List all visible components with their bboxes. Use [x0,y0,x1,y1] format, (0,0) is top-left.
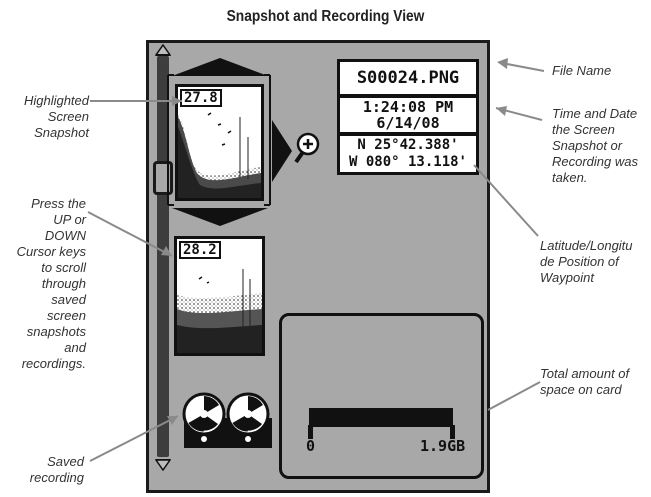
callout-line: Time and Date [552,106,638,121]
card-space-scale [308,425,455,439]
callout-line: taken. [552,170,588,185]
callout-line: saved [51,292,86,307]
diagram-title: Snapshot and Recording View [226,8,425,25]
callout-line: recordings. [21,356,86,371]
callout-line: Saved [47,454,84,469]
callout-line: the Screen [552,122,615,137]
time-value: 1:24:08 PM [362,98,454,116]
card-space-max: 1.9GB [420,437,466,455]
tape-reel-icon[interactable] [180,392,276,452]
scroll-track[interactable] [157,56,169,457]
callout-line: Screen [47,109,89,124]
callout-line: File Name [552,63,612,78]
callout-line: through [41,276,86,291]
callout-line: de Position of [540,254,619,269]
callout-line: Latitude/Longitu [540,238,633,253]
position-box: N 25°42.388' W 080° 13.118' [337,133,479,175]
callout-line: Cursor keys [16,244,86,259]
snapshot-frame [167,74,271,206]
file-name-value: S00024.PNG [356,68,460,88]
callout-line: DOWN [44,228,86,243]
longitude-value: W 080° 13.118' [348,154,467,170]
callout-file-name: File Name [552,63,611,79]
date-value: 6/14/08 [376,114,440,132]
callout-line: Recording was [552,154,638,169]
snapshot-depth-readout: 27.8 [180,89,222,107]
up-triangle-icon[interactable] [168,56,272,78]
down-triangle-icon[interactable] [168,206,272,228]
card-space-panel [279,313,484,479]
snapshot-depth-readout: 28.2 [179,241,221,259]
callout-line: and [64,340,86,355]
callout-line: Snapshot [34,125,89,140]
callout-line: snapshots [26,324,86,339]
latitude-value: N 25°42.388' [357,137,459,153]
highlighted-snapshot-thumbnail[interactable]: 27.8 [175,84,264,201]
card-space-min: 0 [306,437,316,455]
snapshot-thumbnail[interactable]: 28.2 [174,236,265,356]
callout-line: Snapshot or [552,138,623,153]
callout-line: UP or [53,212,86,227]
callout-line: Waypoint [540,270,594,285]
callout-line: to scroll [41,260,86,275]
file-name-box: S00024.PNG [337,59,479,97]
zoom-icon[interactable] [270,118,330,184]
scroll-down-arrow-icon[interactable] [155,459,171,471]
callout-line: Highlighted [23,93,89,108]
scroll-up-arrow-icon[interactable] [155,44,171,56]
card-space-bar [309,408,453,427]
callout-line: recording [29,470,84,485]
callout-line: screen [46,308,86,323]
callout-line: Total amount of [540,366,630,381]
sonar-image [178,87,261,198]
callout-line: space on card [540,382,622,397]
callout-line: Press the [31,196,86,211]
